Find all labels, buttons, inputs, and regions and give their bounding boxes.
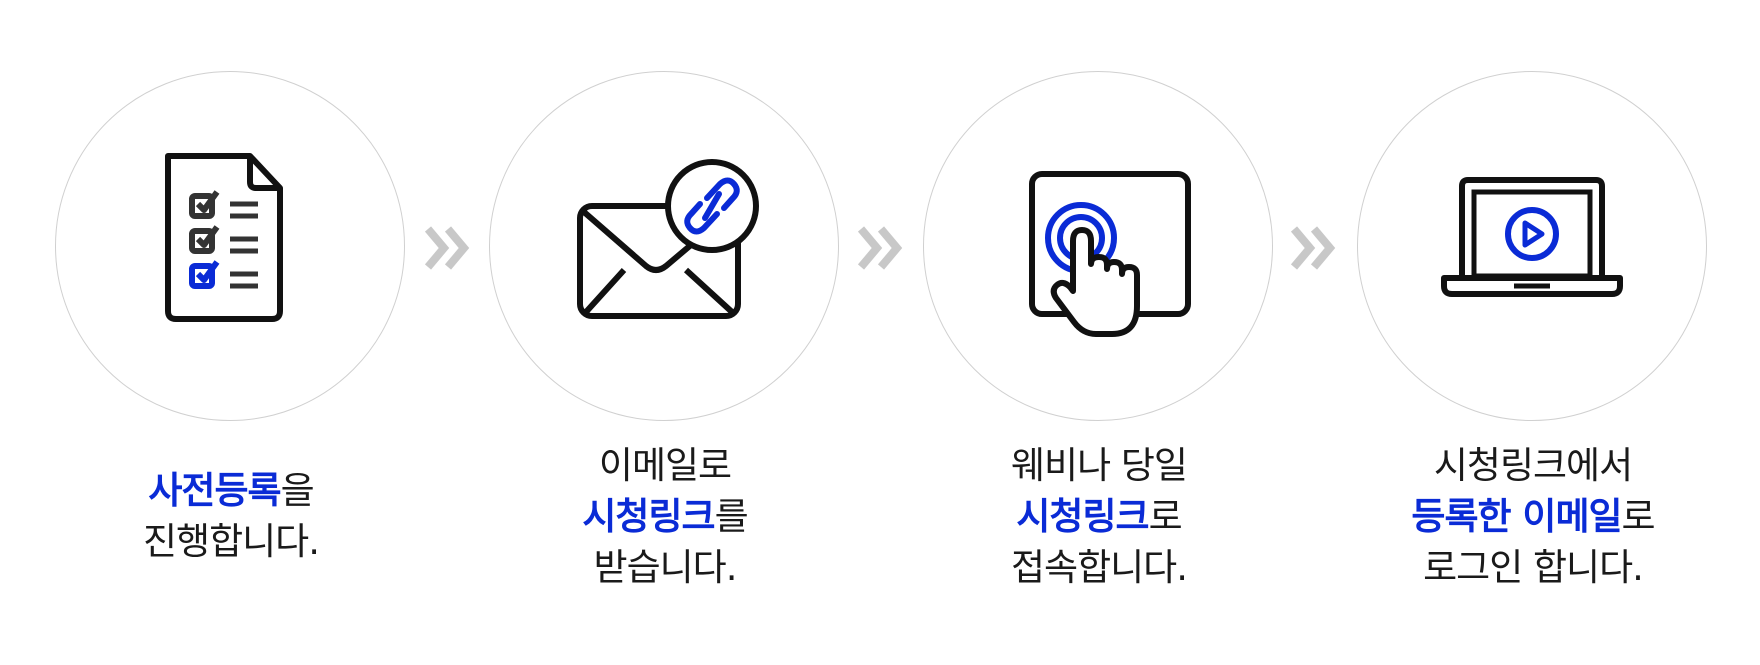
step-access: 웨비나 당일 시청링크로 접속합니다.: [919, 0, 1279, 665]
caption-text: 을: [280, 469, 315, 512]
caption-text: 를: [714, 495, 749, 538]
caption-highlight: 시청링크: [1016, 495, 1149, 538]
caption-highlight: 등록한 이메일: [1411, 495, 1622, 538]
step-circle: [489, 71, 839, 421]
chevron-double-right-icon: [424, 226, 470, 270]
caption-text: 웨비나 당일: [1011, 444, 1188, 487]
email-link-icon: [577, 159, 759, 319]
chevron-double-right-icon: [1290, 226, 1336, 270]
caption-text: 시청링크에서: [1433, 444, 1633, 487]
step-caption: 이메일로 시청링크를 받습니다.: [465, 440, 865, 593]
caption-text: 진행합니다.: [143, 520, 320, 563]
caption-text: 받습니다.: [593, 546, 738, 589]
step-caption: 웨비나 당일 시청링크로 접속합니다.: [899, 440, 1299, 593]
step-caption: 사전등록을 진행합니다.: [31, 465, 431, 567]
step-email: 이메일로 시청링크를 받습니다.: [485, 0, 845, 665]
caption-highlight: 사전등록: [148, 469, 281, 512]
step-login: 시청링크에서 등록한 이메일로 로그인 합니다.: [1353, 0, 1713, 665]
step-register: 사전등록을 진행합니다.: [51, 0, 411, 665]
caption-text: 로: [1621, 495, 1656, 538]
caption-highlight: 시청링크: [582, 495, 715, 538]
step-caption: 시청링크에서 등록한 이메일로 로그인 합니다.: [1333, 440, 1733, 593]
chevron-double-right-icon: [857, 226, 903, 270]
laptop-play-icon: [1441, 177, 1623, 297]
caption-text: 이메일로: [598, 444, 732, 487]
checklist-document-icon: [165, 153, 283, 322]
caption-text: 로: [1148, 495, 1183, 538]
step-circle: [55, 71, 405, 421]
step-circle: [923, 71, 1273, 421]
step-circle: [1357, 71, 1707, 421]
caption-text: 로그인 합니다.: [1423, 546, 1644, 589]
touch-screen-icon: [1029, 171, 1191, 337]
caption-text: 접속합니다.: [1011, 546, 1188, 589]
